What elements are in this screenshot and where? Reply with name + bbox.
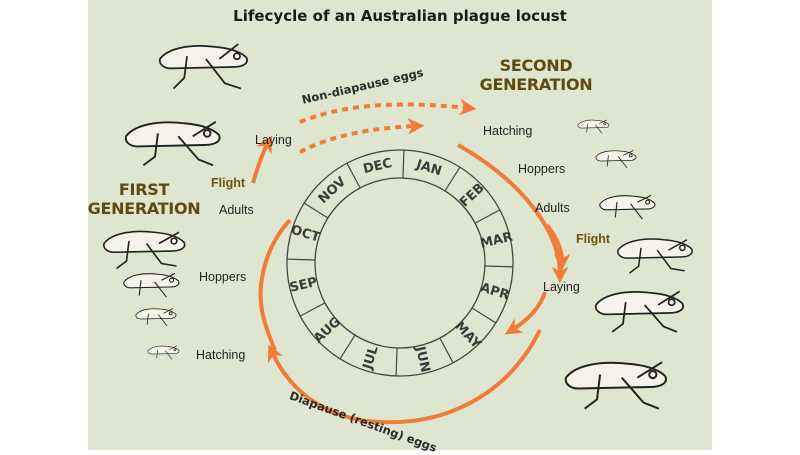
first-gen-flight-label: Flight bbox=[211, 176, 246, 190]
adult-locust-icon bbox=[594, 290, 684, 333]
second-gen-hoppers-label: Hoppers bbox=[518, 162, 566, 176]
month-divider bbox=[395, 347, 398, 376]
month-label-dec: DEC bbox=[362, 156, 394, 177]
month-divider bbox=[346, 162, 361, 189]
adult-locust-icon bbox=[158, 43, 248, 90]
first-generation-line1: FIRST bbox=[118, 180, 170, 199]
second-gen-flight-label: Flight bbox=[576, 232, 611, 246]
month-divider bbox=[299, 302, 326, 317]
non-diapause-arrow bbox=[299, 98, 477, 124]
month-label-jul: JUL bbox=[360, 344, 382, 372]
month-label-sep: SEP bbox=[288, 275, 318, 296]
first-generation-label: FIRST GENERATION bbox=[86, 180, 202, 218]
first-gen-hatching-label: Hatching bbox=[196, 348, 246, 362]
second-gen-laying-label: Laying bbox=[543, 280, 580, 294]
month-label-aug: AUG bbox=[311, 314, 344, 346]
hopper-icon bbox=[599, 194, 656, 220]
month-divider bbox=[471, 307, 497, 324]
month-divider bbox=[439, 337, 454, 364]
hopper-icon bbox=[123, 272, 180, 298]
adult-locust-icon bbox=[617, 238, 693, 274]
month-label-nov: NOV bbox=[316, 174, 349, 207]
adult-locust-icon bbox=[124, 121, 221, 167]
month-ring: JAN FEB MAR APR MAY JUN JUL AUG SEP OCT NOV DEC bbox=[286, 149, 515, 377]
second-generation-line2: GENERATION bbox=[479, 75, 593, 94]
first-generation-line2: GENERATION bbox=[87, 199, 201, 218]
first-gen-laying-label: Laying bbox=[255, 133, 292, 147]
month-divider bbox=[287, 258, 316, 261]
second-gen-laying-arrow bbox=[504, 291, 547, 335]
first-gen-development-arrow bbox=[258, 218, 292, 351]
second-gen-adults-label: Adults bbox=[535, 201, 570, 215]
month-divider bbox=[484, 265, 513, 268]
month-label-feb: FEB bbox=[457, 181, 487, 211]
hatchling-icon bbox=[147, 345, 180, 360]
first-gen-laying-arrow bbox=[299, 117, 425, 154]
month-divider bbox=[303, 202, 329, 219]
month-divider bbox=[444, 166, 461, 192]
second-generation-label: SECOND GENERATION bbox=[472, 56, 600, 94]
month-label-jan: JAN bbox=[413, 157, 443, 179]
diagram-title: Lifecycle of an Australian plague locust bbox=[233, 7, 567, 25]
second-gen-hatching-label: Hatching bbox=[483, 124, 533, 138]
month-divider bbox=[339, 334, 356, 360]
month-label-may: MAY bbox=[451, 319, 484, 352]
first-gen-hoppers-label: Hoppers bbox=[199, 270, 247, 284]
first-gen-flight-arrow bbox=[251, 135, 273, 184]
second-gen-flight-arrow bbox=[545, 223, 571, 271]
month-label-jun: JUN bbox=[412, 344, 433, 374]
month-label-mar: MAR bbox=[479, 230, 515, 252]
second-generation-line1: SECOND bbox=[499, 56, 573, 75]
month-label-oct: OCT bbox=[289, 223, 322, 246]
hatchling-icon bbox=[577, 119, 610, 134]
adult-locust-icon bbox=[564, 361, 667, 410]
month-divider bbox=[402, 150, 405, 179]
first-gen-adults-label: Adults bbox=[219, 203, 254, 217]
month-label-apr: APR bbox=[478, 280, 511, 303]
adult-locust-icon bbox=[102, 230, 186, 270]
diapause-arrow bbox=[267, 329, 542, 425]
hopper-icon bbox=[595, 150, 637, 169]
hopper-icon bbox=[135, 308, 177, 327]
month-divider bbox=[474, 209, 501, 224]
